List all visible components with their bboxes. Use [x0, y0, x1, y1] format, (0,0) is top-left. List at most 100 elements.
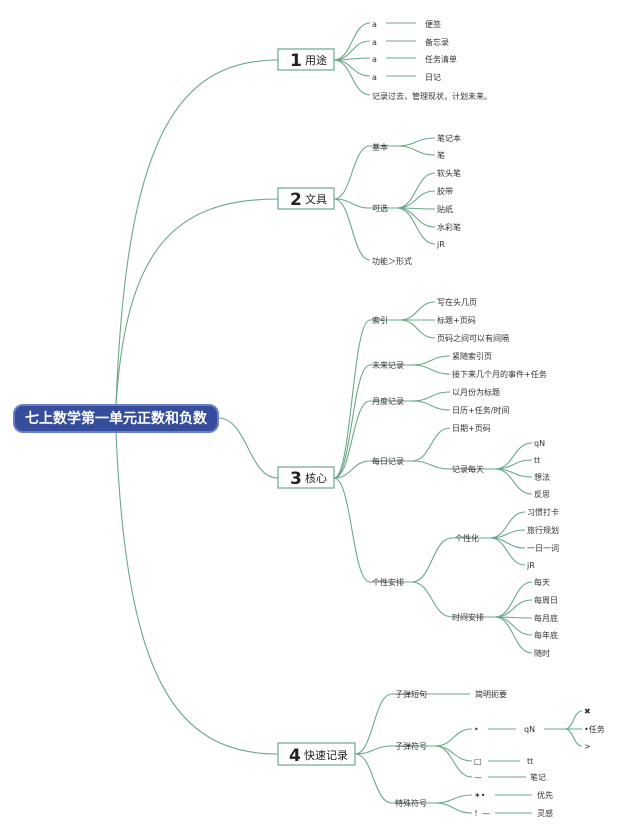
sec3-schedule-3: 每月底 [534, 613, 558, 623]
sec4-sym-square-label: tt [527, 757, 533, 766]
root-to-section-4 [115, 431, 279, 755]
sec1-item-1: 便签 [425, 19, 441, 29]
sec3-personal-4: jR [526, 561, 535, 570]
sec4-sym-dot-label: qN [524, 725, 535, 734]
sec2-branch [333, 198, 371, 261]
sec4-short-value: 简明扼要 [475, 689, 507, 699]
sec2-optional-branch [396, 190, 436, 209]
section-4-label: 快速记录 [304, 749, 348, 762]
section-4-node[interactable]: 4 快速记录 [277, 742, 356, 766]
sec4-special-2-text: 灵感 [537, 808, 553, 818]
root-to-section-1 [115, 59, 279, 406]
sec3-future-1: 紧随索引页 [452, 351, 492, 361]
sec4-sym-dot-2: •任务 [584, 724, 605, 734]
sec1-item-3: 任务清单 [425, 54, 457, 64]
sec3-daily-1: qN [534, 439, 545, 448]
connector-lines [115, 22, 583, 814]
sec3-index-3: 页码之间可以有间隔 [437, 333, 509, 343]
sec3-schedule: 时间安排 [452, 612, 484, 622]
root-box [13, 404, 219, 433]
sec3-branch [333, 400, 371, 479]
sec1-branch [333, 59, 371, 77]
sec4-branch [354, 693, 393, 755]
sec2-basic-2: 笔 [437, 150, 445, 160]
sec3-daily-3: 想法 [534, 472, 550, 482]
sec2-basic-branch [396, 137, 436, 147]
sec1-branch [333, 40, 371, 61]
sec2-branch [333, 145, 371, 200]
sec4-sym-dot-3: > [584, 742, 591, 751]
sec1-item-2: 备忘录 [425, 37, 449, 47]
sec1-item-3-bullet: a [372, 55, 377, 64]
sec1-item-4-bullet: a [372, 73, 377, 82]
sec3-schedule-branch [494, 581, 533, 618]
sec4-sym-branch [434, 745, 473, 762]
sec3-index-2: 标题+页码 [437, 315, 476, 325]
sec3-daily-branch [411, 460, 451, 470]
sec2-opt-3: 贴纸 [437, 204, 453, 214]
sec4-special-2-sym: ！— [474, 809, 490, 818]
sec4-special-branch [434, 802, 473, 814]
sec2-opt-4: 水彩笔 [437, 222, 461, 232]
sec4-special: 特殊符号 [395, 798, 427, 808]
sec3-custom-branch [411, 537, 453, 583]
section-2-node[interactable]: 2 文具 [277, 187, 335, 210]
sec3-schedule-branch [494, 616, 533, 654]
sec2-opt-5: jR [436, 240, 445, 249]
sec3-custom: 个性安排 [372, 577, 404, 587]
sec1-item-1-bullet: a [372, 20, 377, 29]
sec4-dot-branch [564, 710, 583, 730]
sec2-note: 功能＞形式 [372, 256, 412, 266]
sec3-monthly-2: 日历+任务/时间 [452, 405, 509, 415]
sec3-branch [333, 460, 371, 479]
section-3-node[interactable]: 3 核心 [277, 466, 335, 489]
root-to-section-2 [115, 198, 279, 406]
sec4-short: 子弹短句 [395, 689, 427, 699]
sec1-summary: 记录过去，管理现状，计划未来。 [372, 91, 492, 101]
sec1-item-2-bullet: a [372, 38, 377, 47]
sec3-schedule-5: 随时 [534, 648, 550, 658]
sec3-personal: 个性化 [455, 533, 479, 543]
sec2-optional-branch [396, 207, 436, 245]
root-node[interactable]: 七上数学第一单元正数和负数 [13, 404, 219, 433]
section-4-box [277, 742, 356, 766]
section-2-box [277, 187, 335, 210]
sec3-daily-2: tt [534, 456, 540, 465]
sec4-sym-branch [434, 728, 473, 747]
section-3-number: 3 [290, 469, 302, 489]
root-label: 七上数学第一单元正数和负数 [25, 410, 208, 427]
sec2-branch [333, 198, 371, 209]
sec3-daily-branch [411, 427, 451, 462]
section-1-number: 1 [290, 51, 302, 71]
sec4-sym-branch [434, 745, 473, 778]
sec3-monthly-1: 以月份为标题 [452, 387, 500, 397]
sec2-opt-1: 软头笔 [437, 168, 461, 178]
sec2-basic: 基本 [372, 142, 388, 152]
sec4-special-1-text: 优先 [537, 790, 553, 800]
sec3-custom-branch [411, 581, 453, 618]
sec2-optional: 可选 [372, 203, 388, 213]
sec3-daily: 每日记录 [372, 456, 404, 466]
sec4-sym-dot-1: ✖ [584, 707, 591, 716]
sec4-dot-branch [564, 728, 583, 747]
section-1-node[interactable]: 1 用途 [277, 48, 335, 71]
sec4-sym-square: □ [474, 757, 482, 766]
section-3-box [277, 466, 335, 489]
sec1-branch [333, 59, 371, 96]
sec2-basic-1: 笔记本 [437, 133, 461, 143]
sec4-branch [354, 745, 393, 755]
sec3-schedule-branch [494, 599, 533, 618]
sec3-branch [333, 477, 371, 583]
sec4-sym-dash: — [474, 773, 482, 782]
section-2-label: 文具 [305, 192, 327, 206]
sec3-daily-4: 反思 [534, 489, 550, 499]
sec3-index-branch [399, 319, 436, 339]
sec3-daily-date: 日期+页码 [452, 424, 491, 433]
sec3-schedule-1: 每天 [534, 577, 550, 587]
sec1-branch [333, 22, 371, 61]
sec3-future-branch [411, 355, 451, 366]
sec4-sym: 子弹符号 [395, 741, 427, 751]
sec1-item-4: 日记 [425, 73, 441, 82]
sec3-monthly: 月度记录 [372, 396, 404, 406]
